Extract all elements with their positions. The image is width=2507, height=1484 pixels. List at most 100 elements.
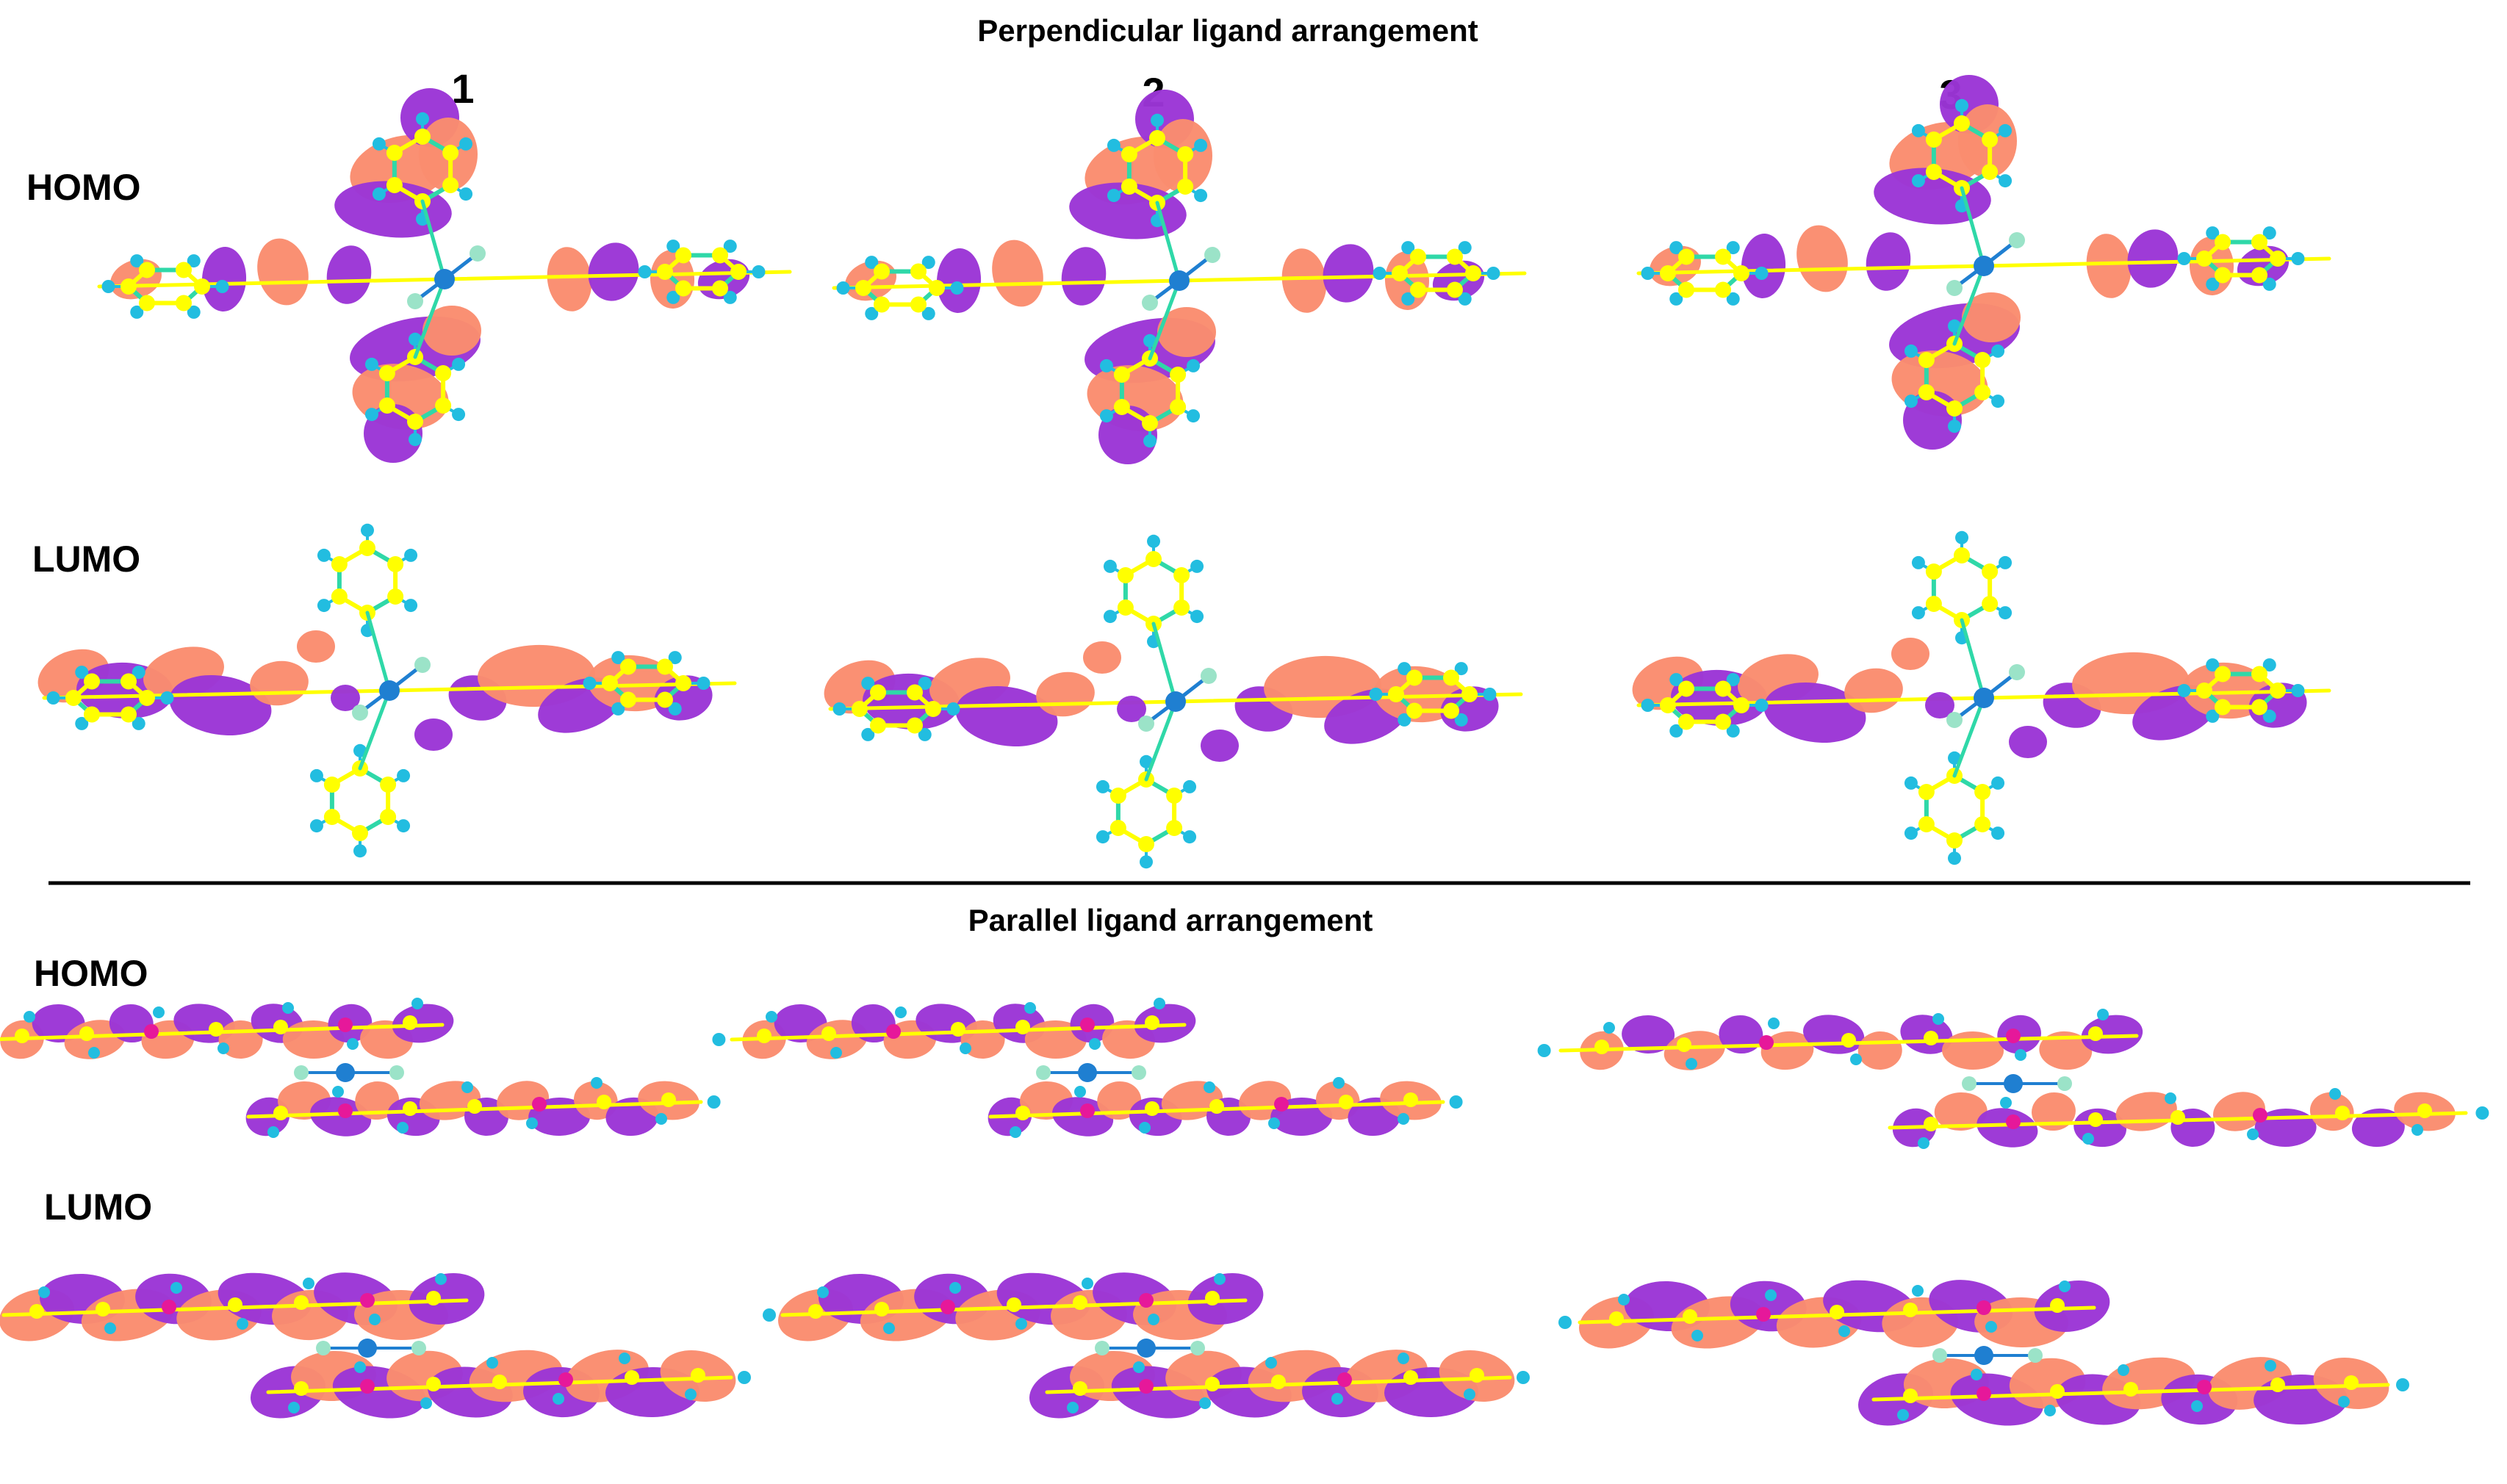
atom — [1726, 673, 1740, 687]
atom — [638, 265, 652, 278]
atom — [228, 1297, 242, 1312]
orbital-lobe — [1374, 666, 1462, 723]
atom — [1169, 270, 1190, 291]
atom — [1660, 265, 1676, 281]
orbital-lobe — [1281, 248, 1327, 313]
atom — [354, 1361, 366, 1373]
atom — [1925, 132, 1942, 148]
atom — [1398, 662, 1411, 676]
atom — [309, 819, 323, 833]
atom — [668, 651, 682, 665]
row-label-lumo-perpendicular: LUMO — [32, 539, 140, 580]
orbital-render-perpendicular-lumo-2 — [824, 534, 1523, 869]
atom — [666, 290, 680, 304]
atom — [336, 1063, 355, 1082]
atom — [1447, 248, 1463, 265]
atom — [870, 684, 886, 701]
atom — [1904, 344, 1918, 358]
atom — [836, 281, 850, 295]
atom — [1078, 1063, 1097, 1082]
orbital-lobe — [2039, 1031, 2093, 1070]
orbital-lobe — [1061, 247, 1107, 306]
atom — [187, 305, 201, 319]
orbital-lobe — [547, 247, 592, 311]
atom — [1268, 1117, 1280, 1129]
atom — [130, 305, 144, 319]
atom — [1392, 265, 1408, 281]
orbital-render-parallel-lumo-3 — [1558, 1280, 2409, 1426]
atom — [1140, 754, 1153, 768]
atom — [2215, 234, 2231, 251]
atom — [1768, 1017, 1780, 1029]
atom — [1398, 1352, 1409, 1364]
atom — [1271, 1375, 1286, 1389]
atom — [1139, 1293, 1154, 1308]
atom — [1143, 434, 1157, 448]
atom — [1095, 1341, 1109, 1355]
bond — [1144, 699, 1178, 782]
atom — [65, 690, 82, 706]
atom — [1918, 1137, 1929, 1149]
atom — [921, 256, 935, 270]
atom — [1955, 530, 1968, 544]
atom — [661, 1092, 676, 1107]
atom — [323, 777, 340, 793]
atom — [532, 1097, 547, 1112]
bond — [365, 610, 392, 693]
orbital-render-parallel-lumo-2 — [763, 1272, 1530, 1419]
atom — [951, 1022, 965, 1037]
atom — [1187, 359, 1201, 372]
atom — [1609, 1311, 1624, 1326]
atom — [1458, 241, 1472, 255]
atom — [657, 691, 673, 708]
atom — [1683, 1309, 1697, 1324]
atom — [1726, 292, 1740, 306]
atom — [2344, 1375, 2359, 1390]
atom — [757, 1029, 771, 1043]
atom — [2009, 664, 2025, 680]
atom — [2028, 1348, 2043, 1363]
atom — [1454, 713, 1468, 727]
atom — [372, 137, 386, 151]
orbital-lobe — [169, 675, 272, 735]
atom — [620, 658, 636, 675]
atom — [583, 677, 597, 690]
atom — [2396, 1378, 2409, 1391]
orbital-lobe — [573, 1081, 618, 1120]
atom — [1974, 688, 1994, 708]
atom — [1109, 788, 1126, 804]
atom — [1166, 820, 1183, 836]
orbital-lobe — [257, 238, 309, 306]
atom — [1660, 697, 1676, 713]
orbital-lobe — [1083, 641, 1121, 674]
atom — [1454, 662, 1468, 676]
atom — [352, 705, 368, 721]
atom — [1955, 98, 1968, 112]
atom — [2015, 1049, 2026, 1061]
atom — [895, 1006, 907, 1018]
atom — [294, 1295, 309, 1310]
atom — [353, 743, 367, 757]
atom — [2059, 1281, 2071, 1292]
atom — [1946, 832, 1963, 849]
atom — [2088, 1026, 2103, 1041]
atom — [1641, 267, 1655, 280]
atom — [1010, 1126, 1021, 1138]
atom — [874, 1302, 889, 1316]
atom — [1733, 265, 1749, 281]
orbital-lobe — [355, 1081, 400, 1120]
atom — [1999, 123, 2013, 137]
atom — [1977, 1300, 1991, 1315]
atom — [1903, 1388, 1918, 1403]
atom — [2262, 709, 2276, 723]
atom — [2006, 1029, 2021, 1043]
atom — [657, 264, 673, 280]
atom — [1190, 1341, 1205, 1355]
atom — [1974, 784, 1991, 800]
atom — [1007, 1297, 1021, 1312]
atom — [1148, 1314, 1159, 1325]
atom — [1024, 1002, 1036, 1014]
atom — [24, 1011, 35, 1023]
atom — [1099, 409, 1113, 423]
atom — [2265, 1360, 2276, 1372]
